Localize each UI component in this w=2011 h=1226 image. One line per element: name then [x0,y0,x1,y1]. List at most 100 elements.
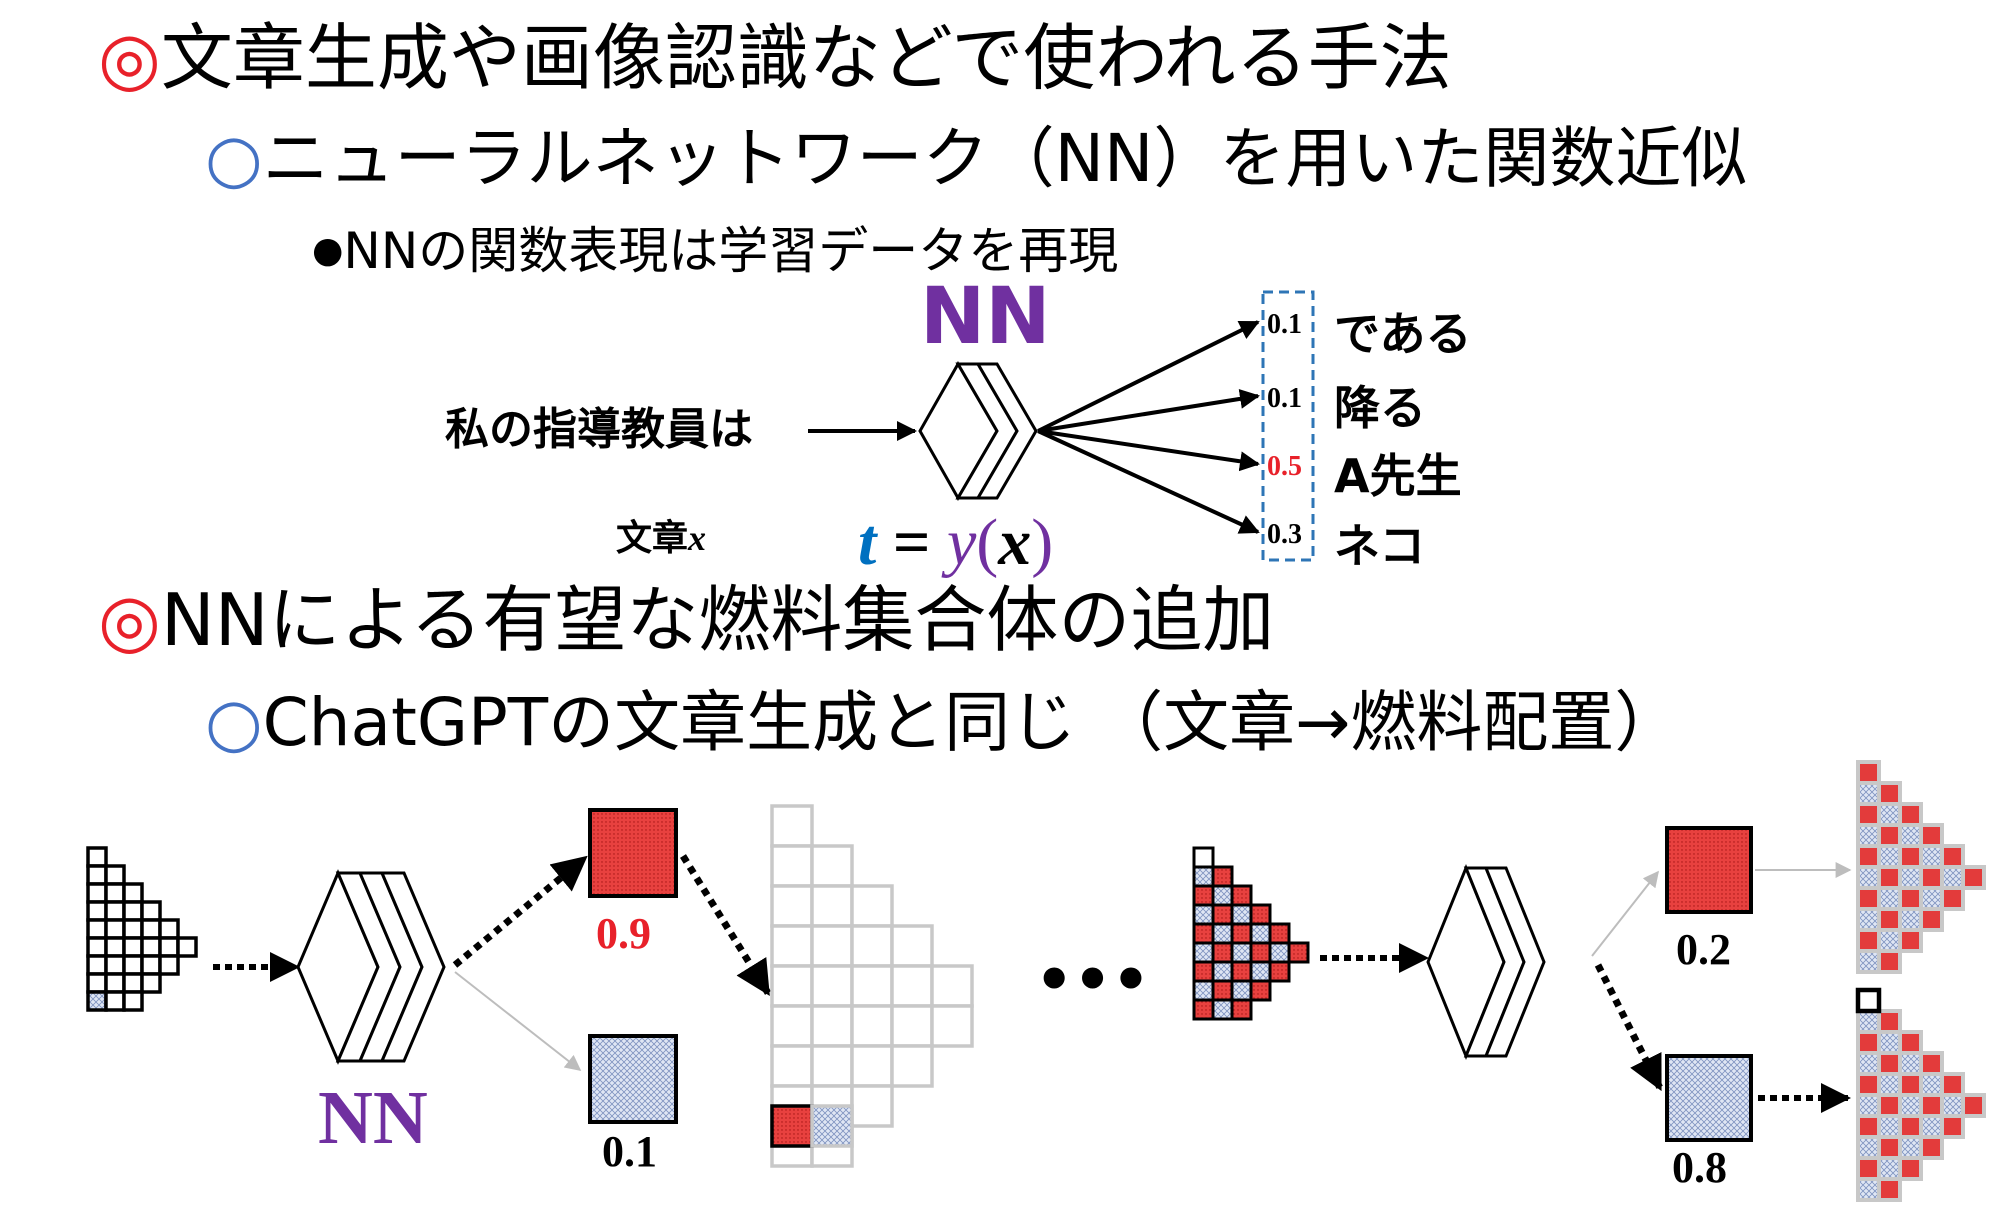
fuel-cell [850,964,894,1008]
bullet-2-1-text: ChatGPTの文章生成と同じ （文章→燃料配置） [262,684,1681,761]
fuel-cell [930,1004,974,1048]
input-caption-text: 文章 [616,518,689,559]
fuel-cell [1940,1114,1965,1139]
fuel-cell [1877,907,1902,932]
bottom-nn-icon-2 [1426,863,1546,1061]
fuel-cell [1898,802,1923,827]
fuel-cell [1856,907,1881,932]
fuel-cell [1877,865,1902,890]
input-sentence: 私の指導教員は [445,404,753,455]
nn-equation: t = y(x) [858,510,1053,576]
bullet-1-text: 文章生成や画像認識などで使われる手法 [160,16,1452,100]
fuel-cell [1919,1135,1944,1160]
fuel-cell [1192,979,1215,1002]
equation-rparen: ) [1031,506,1054,579]
fuel-cell [1919,1093,1944,1118]
thin-arrow-2 [1591,870,1659,957]
fuel-cell [1877,1009,1902,1034]
fuel-cell [158,936,180,958]
fuel-cell [1877,1177,1902,1202]
fuel-cell [1211,941,1234,964]
fuel-cell [1211,922,1234,945]
fuel-cell [1919,865,1944,890]
fuel-cell [1211,960,1234,983]
bullet-2: ◎NNによる有望な燃料集合体の追加 [98,584,1274,656]
fuel-cell [1192,941,1215,964]
fuel-cell [1856,823,1881,848]
fuel-cell [1856,802,1881,827]
fuel-cell [1877,949,1902,974]
fuel-cell [1249,960,1272,983]
fuel-cell [1211,979,1234,1002]
fuel-cell [1877,823,1902,848]
fuel-cell [1856,1051,1881,1076]
input-caption: 文章x [616,520,706,557]
partial-fuel-grid [1192,846,1310,1021]
fuel-cell [1877,1135,1902,1160]
fuel-cell [1192,922,1215,945]
fuel-cell [1961,865,1986,890]
fuel-cell [890,1004,934,1048]
fuel-cell [1192,846,1215,869]
fuel-cell [770,884,814,928]
fuel-cell [1877,1072,1902,1097]
red-square-right [1665,826,1753,914]
fuel-cell [810,884,854,928]
fuel-cell [1230,941,1253,964]
fuel-cell [122,936,144,958]
bullet-2-text: NNによる有望な燃料集合体の追加 [160,578,1275,662]
fuel-cell [1249,922,1272,945]
fuel-cell [1856,1009,1881,1034]
fuel-cell [1961,1093,1986,1118]
fuel-cell [104,882,126,904]
fuel-cell [86,882,108,904]
fuel-cell [104,918,126,940]
right-prob-upper: 0.2 [1676,925,1731,974]
fuel-cell [810,964,854,1008]
fuel-cell [1898,1135,1923,1160]
fuel-cell [1877,1051,1902,1076]
bottom-nn-label: NN [318,1076,428,1160]
fuel-cell [1940,865,1965,890]
fuel-cell [104,954,126,976]
fuel-cell [1230,884,1253,907]
output-prob-0: 0.1 [1267,309,1302,340]
fuel-cell [1877,928,1902,953]
fuel-cell [1856,1072,1881,1097]
fuel-cell [86,864,108,886]
fuel-cell [104,936,126,958]
fuel-cell [104,990,126,1012]
fuel-cell [1877,1114,1902,1139]
fuel-cell [1877,802,1902,827]
fuel-cell [140,918,162,940]
dotted-arrow-5 [1594,963,1664,1092]
output-dashed-box [1261,290,1315,562]
fuel-cell [176,936,198,958]
fuel-cell [1192,865,1215,888]
empty-fuel-grid [770,804,974,1168]
fuel-cell [1919,1072,1944,1097]
fuel-cell [104,972,126,994]
output-word-1: 降る [1334,381,1426,435]
fuel-cell [1230,903,1253,926]
fuel-cell [1898,928,1923,953]
bullet-1-1-1-text: NNの関数表現は学習データを再現 [343,222,1119,280]
fuel-cell [104,864,126,886]
thin-arrow-1 [454,971,582,1071]
fuel-cell [1230,998,1253,1021]
fuel-cell [1192,960,1215,983]
fuel-cell [86,900,108,922]
equation-y: y [946,506,977,579]
fuel-cell [122,900,144,922]
fuel-cell [1898,1093,1923,1118]
fuel-cell [1268,922,1291,945]
fuel-cell [1898,844,1923,869]
fuel-cell [1877,844,1902,869]
left-fuel-grid [86,846,198,1012]
fuel-cell [1287,941,1310,964]
equation-equals: = [876,506,947,579]
fuel-cell [770,804,814,848]
fuel-cell [1856,865,1881,890]
fuel-cell [140,972,162,994]
